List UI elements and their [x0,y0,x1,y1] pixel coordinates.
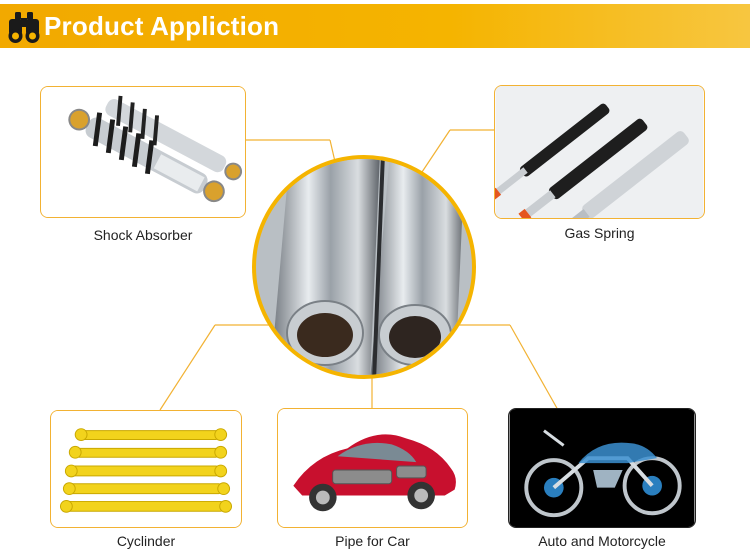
shock-absorber-image [41,87,245,217]
steel-tubes-circle [252,155,476,379]
caption-shock-absorber: Shock Absorber [93,227,193,243]
page-title: Product Appliction [44,11,280,41]
card-pipe-for-car [277,408,468,528]
cylinder-image [51,411,241,527]
card-cyclinder [50,410,242,528]
card-auto-and-motorcycle [508,408,696,528]
gas-spring-image [495,86,704,218]
caption-auto-and-motorcycle: Auto and Motorcycle [538,533,666,549]
caption-cyclinder: Cyclinder [116,533,176,549]
card-shock-absorber [40,86,246,218]
header-banner: Product Appliction [0,4,750,48]
car-image [278,409,467,527]
caption-pipe-for-car: Pipe for Car [335,533,410,549]
caption-gas-spring: Gas Spring [564,225,635,241]
motorcycle-image [509,409,695,527]
binoculars-icon [8,12,40,43]
card-gas-spring [494,85,705,219]
